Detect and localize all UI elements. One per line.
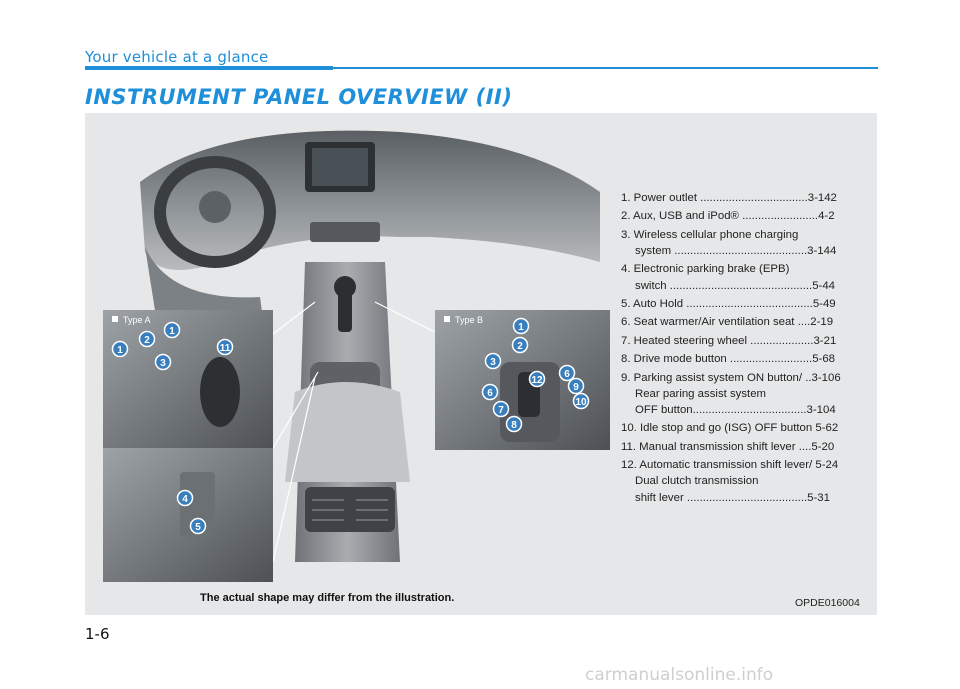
instrument-panel-illustration: Type A Type B 1 2 1 3 11 4 5 1 2 3 12 6 … [103, 130, 610, 582]
legend-item-1: 1. Power outlet ........................… [621, 192, 837, 204]
svg-text:2: 2 [517, 341, 523, 352]
svg-text:1: 1 [117, 345, 123, 356]
callout-6b: 6 [481, 383, 499, 401]
callout-11: 11 [216, 338, 234, 356]
svg-text:1: 1 [169, 326, 175, 337]
leader-lines [272, 301, 436, 563]
svg-text:3: 3 [160, 358, 166, 369]
svg-text:6: 6 [564, 369, 570, 380]
legend-item-6: 6. Seat warmer/Air ventilation seat ....… [621, 316, 834, 329]
header-rule-thick [85, 66, 333, 70]
svg-text:8: 8 [511, 420, 517, 431]
svg-text:1: 1 [518, 322, 524, 333]
callout-9: 9 [567, 377, 585, 395]
armrest [285, 382, 410, 482]
callout-3b: 3 [484, 352, 502, 370]
climate-controls [310, 222, 380, 242]
svg-text:7: 7 [498, 405, 504, 416]
callout-8: 8 [505, 415, 523, 433]
callout-2b: 2 [511, 336, 529, 354]
steering-wheel [154, 156, 276, 268]
svg-text:12: 12 [531, 375, 543, 386]
callout-10: 10 [572, 392, 590, 410]
callout-1c: 1 [512, 317, 530, 335]
legend-item-5: 5. Auto Hold ...........................… [621, 297, 836, 310]
callouts: 1 2 1 3 11 4 5 1 2 3 12 6 9 10 6 7 8 [111, 317, 590, 535]
callout-1a: 1 [111, 340, 129, 358]
callout-3a: 3 [154, 353, 172, 371]
legend-item-10: 10. Idle stop and go (ISG) OFF button 5-… [621, 422, 839, 435]
shift-lever [338, 292, 352, 332]
callout-4: 4 [176, 489, 194, 507]
legend-item-7: 7. Heated steering wheel ...............… [621, 334, 837, 347]
svg-text:4: 4 [182, 494, 188, 505]
header-rule-thin [333, 67, 878, 69]
figure-caption: The actual shape may differ from the ill… [200, 592, 455, 604]
svg-text:11: 11 [220, 343, 231, 354]
legend-item-2: 2. Aux, USB and iPod® ..................… [621, 210, 835, 223]
inset-type-a: Type A [103, 310, 273, 450]
page-title: INSTRUMENT PANEL OVERVIEW (II) [85, 85, 513, 109]
callout-12: 12 [528, 370, 546, 388]
legend-item-4: 4. Electronic parking brake (EPB)switch … [621, 263, 836, 292]
svg-text:5: 5 [195, 522, 201, 533]
figure-code: OPDE016004 [795, 597, 860, 609]
legend-item-9: 9. Parking assist system ON button/ ..3-… [621, 371, 841, 416]
watermark: carmanualsonline.info [585, 665, 774, 685]
legend-item-12: 12. Automatic transmission shift lever/ … [621, 459, 839, 504]
inset-epb [103, 448, 273, 582]
section-label: Your vehicle at a glance [85, 48, 269, 66]
callout-7: 7 [492, 400, 510, 418]
callout-2a: 2 [138, 330, 156, 348]
svg-text:2: 2 [144, 335, 150, 346]
legend-item-11: 11. Manual transmission shift lever ....… [621, 440, 835, 453]
svg-text:3: 3 [490, 357, 496, 368]
svg-text:9: 9 [573, 382, 579, 393]
callout-1b: 1 [163, 321, 181, 339]
component-legend: 1. Power outlet ........................… [621, 190, 861, 508]
svg-text:10: 10 [575, 397, 587, 408]
callout-5: 5 [189, 517, 207, 535]
svg-text:6: 6 [487, 388, 493, 399]
type-a-label: Type A [123, 315, 151, 325]
callout-6a: 6 [558, 364, 576, 382]
type-b-label: Type B [455, 315, 483, 325]
legend-item-8: 8. Drive mode button ...................… [621, 353, 835, 366]
page-number: 1-6 [85, 625, 110, 643]
